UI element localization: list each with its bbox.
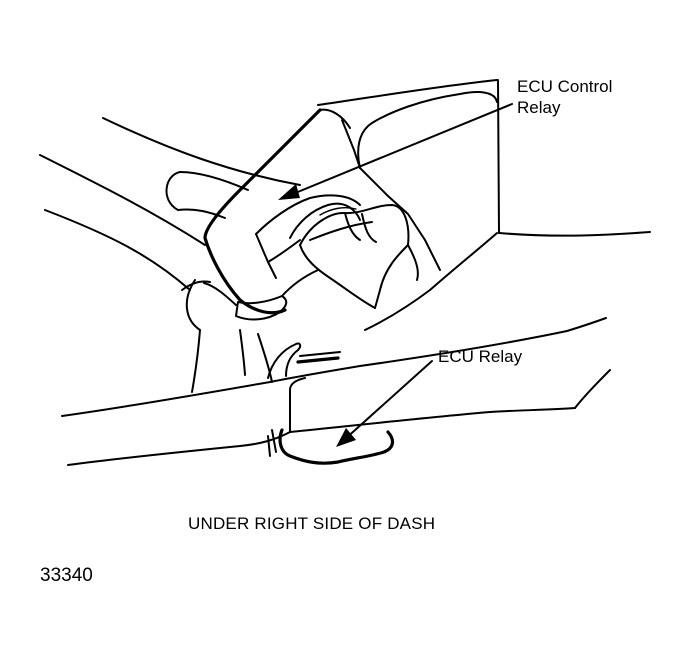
dash-lower-bar	[61, 317, 611, 466]
ecu-relay-body	[267, 428, 395, 465]
arrowhead-icon	[336, 428, 356, 447]
leader-ecu-control-relay	[278, 103, 513, 200]
mounting-bracket	[341, 91, 498, 331]
figure-caption: UNDER RIGHT SIDE OF DASH	[188, 514, 436, 533]
clip-hook	[267, 342, 341, 379]
wrist-band	[235, 269, 319, 321]
ecu-control-relay-label: ECU Control Relay	[517, 77, 613, 117]
ecu-control-relay-body	[203, 108, 373, 315]
hand	[299, 204, 419, 309]
left-pillar	[181, 279, 273, 393]
leader-ecu-relay	[336, 360, 433, 447]
dash-contours	[39, 79, 651, 291]
arrowhead-icon	[278, 184, 300, 200]
ecu-relay-label: ECU Relay	[438, 347, 523, 366]
figure-number: 33340	[40, 565, 93, 586]
